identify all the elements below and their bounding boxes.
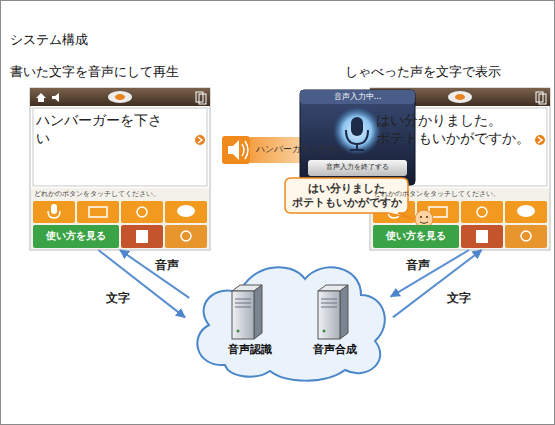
phone-frame xyxy=(30,88,210,250)
server-label: 音声認識 xyxy=(215,343,285,357)
server-node: 音声合成 xyxy=(300,280,370,358)
sound-wave xyxy=(245,141,248,159)
face-eye xyxy=(420,216,422,218)
dialog-title: 音声入力中... xyxy=(300,92,415,102)
dialog-button: 音声入力を終了する xyxy=(308,160,407,176)
button-label: 使い方を見る xyxy=(373,230,459,243)
mic-icon xyxy=(351,117,363,136)
flow-label: 音声 xyxy=(155,258,179,272)
data-flow-arrow xyxy=(393,250,482,317)
screen-text: ハンバーガーを下さい xyxy=(36,112,171,147)
phone-screen: 使い方を見る ハンバーガーを下さいどれかのボタンをタッチしてください。 xyxy=(30,88,210,250)
screen-text: はい分かりました。 ポテトもいかがですか。 xyxy=(376,112,526,147)
speaker-glyph xyxy=(228,140,239,160)
help-button: 使い方を見る xyxy=(33,225,119,248)
flow-label: 音声 xyxy=(406,258,430,272)
speech-bubble-shape xyxy=(285,178,414,219)
flow-label: 文字 xyxy=(106,291,130,305)
server-label: 音声合成 xyxy=(300,343,370,357)
data-flow-arrow xyxy=(391,250,469,297)
server-node: 音声認識 xyxy=(215,280,285,358)
prompt-text: どれかのボタンをタッチしてください。 xyxy=(374,190,546,199)
section-heading: 書いた文字を音声にして再生 xyxy=(10,64,179,80)
phone-screen: 使い方を見る はい分かりました。 ポテトもいかがですか。どれかのボタンをタッチして… xyxy=(370,88,550,250)
mic-icon xyxy=(346,130,368,144)
face-mouth xyxy=(420,222,428,224)
face-eye xyxy=(426,216,428,218)
button-label: 音声入力を終了する xyxy=(308,163,407,172)
server-icon xyxy=(232,285,262,339)
flow-label: 文字 xyxy=(447,291,471,305)
speaker-box xyxy=(222,136,250,164)
button-label: 使い方を見る xyxy=(33,230,119,243)
output-text: ハンバーガをください xyxy=(256,144,345,155)
mic-stand xyxy=(350,144,364,150)
cloud-shape xyxy=(185,255,395,385)
sound-wave xyxy=(242,144,244,156)
data-flow-arrow xyxy=(120,250,189,298)
server-icon xyxy=(318,285,348,339)
cloud-outline xyxy=(197,267,384,380)
section-heading: しゃべった声を文字で表示 xyxy=(345,64,501,80)
data-flow-arrow xyxy=(98,250,185,317)
dialog-header xyxy=(300,90,415,104)
help-button: 使い方を見る xyxy=(373,225,459,248)
server-cloud: 音声認識 音声合成 xyxy=(185,255,395,385)
prompt-text: どれかのボタンをタッチしてください。 xyxy=(34,190,206,199)
diagram-title: システム構成 xyxy=(10,32,88,48)
